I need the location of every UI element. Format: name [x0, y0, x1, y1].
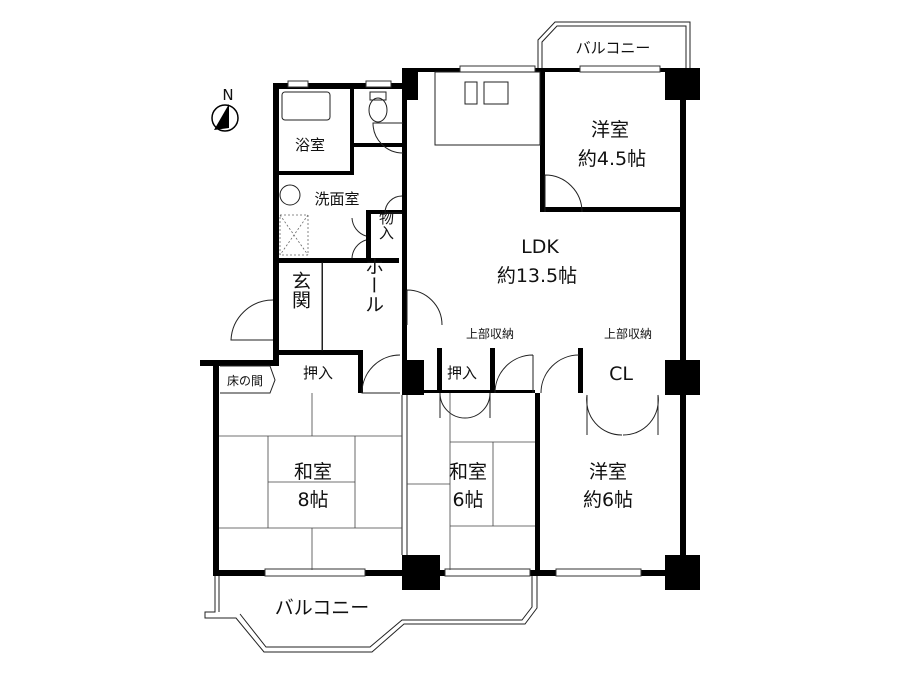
japanese-8-size: 8帖	[297, 489, 328, 511]
western-45-size: 約4.5帖	[578, 148, 646, 170]
hall-label: ホール	[362, 257, 384, 314]
tatami-lines	[219, 393, 535, 570]
windows	[264, 65, 661, 577]
balcony-south-label: バルコニー	[275, 597, 370, 619]
western-45-name: 洋室	[591, 119, 629, 141]
closet-label-1: 押入	[303, 364, 333, 382]
japanese-6-name: 和室	[449, 461, 487, 483]
tokonoma-label: 床の間	[227, 374, 263, 388]
compass-north-label: N	[222, 86, 233, 104]
japanese-8-name: 和室	[294, 461, 332, 483]
cl-label: CL	[609, 363, 633, 385]
balcony-north-outline	[537, 21, 691, 68]
closet-label-2: 押入	[447, 364, 477, 382]
compass-icon: N	[211, 86, 239, 132]
ldk-name: LDK	[521, 236, 559, 258]
bath-label: 浴室	[295, 136, 325, 154]
ldk-size: 約13.5帖	[497, 265, 577, 287]
japanese-6-size: 6帖	[452, 489, 483, 511]
storage-label: 物入	[377, 210, 395, 240]
upper-storage-label-2: 上部収納	[604, 326, 652, 341]
entrance-label: 玄関	[289, 271, 311, 309]
fixtures	[220, 71, 541, 394]
doors	[230, 122, 659, 555]
western-6-size: 約6帖	[583, 489, 633, 511]
upper-storage-label-1: 上部収納	[466, 326, 514, 341]
western-6-name: 洋室	[589, 461, 627, 483]
balcony-south-outline	[204, 576, 538, 653]
washroom-label: 洗面室	[314, 190, 359, 208]
balcony-north-label: バルコニー	[576, 39, 651, 57]
